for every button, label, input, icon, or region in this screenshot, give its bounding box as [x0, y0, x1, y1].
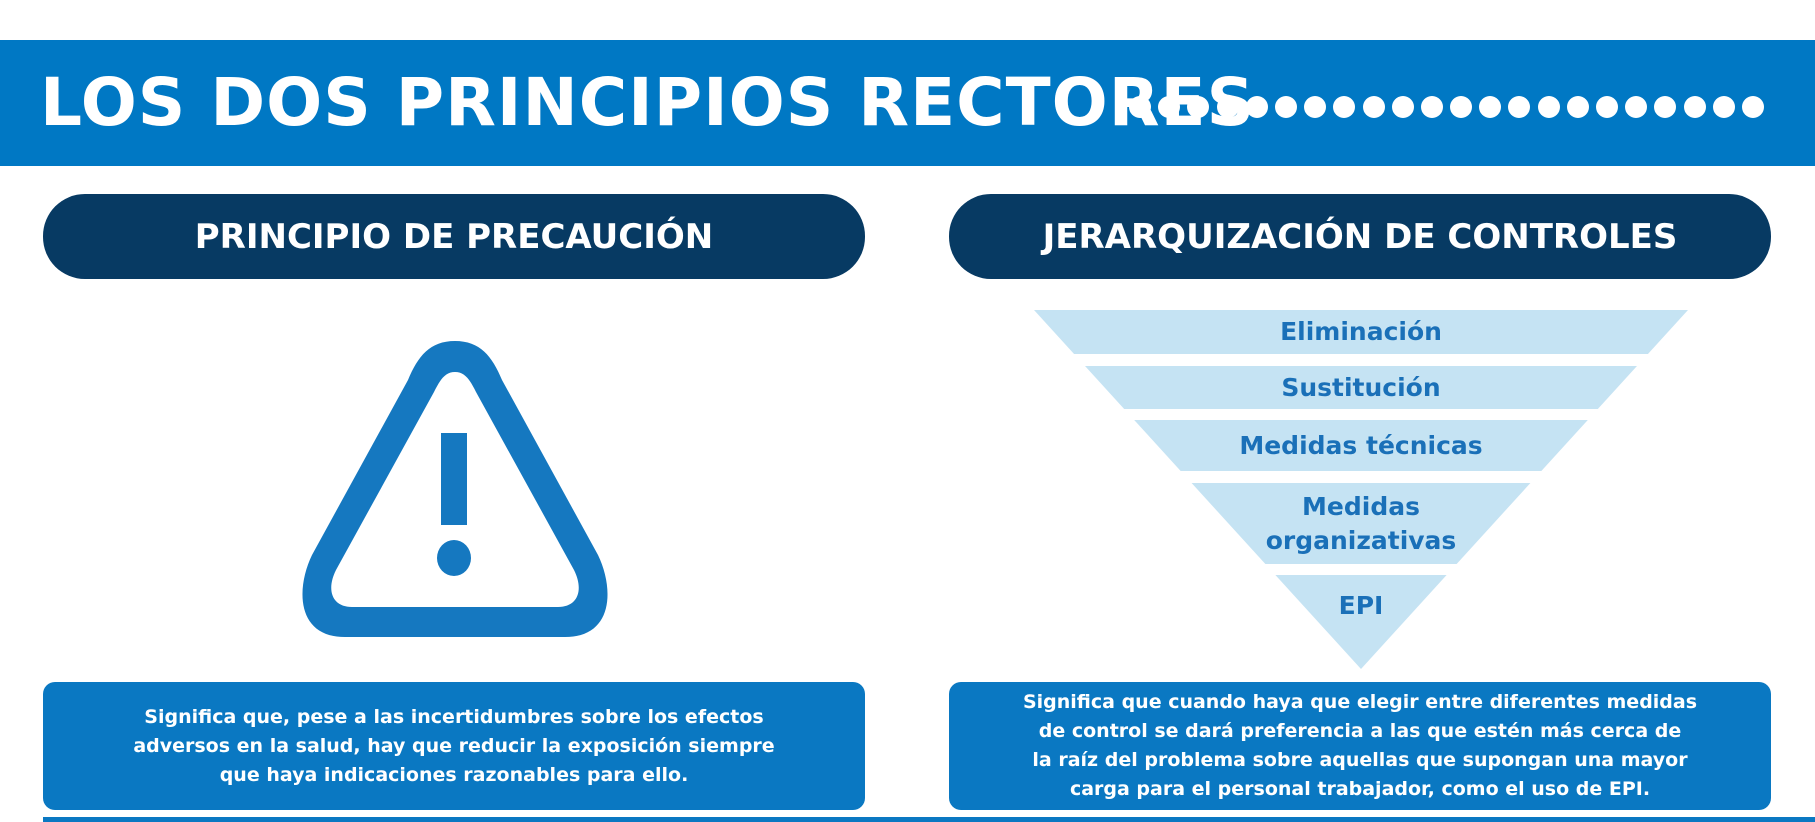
description-line: la raíz del problema sobre aquellas que … [1032, 749, 1688, 771]
hierarchy-heading: JERARQUIZACIÓN DE CONTROLES [949, 194, 1771, 279]
control-hierarchy-funnel [1034, 310, 1688, 669]
dot [1216, 96, 1239, 118]
dot [1362, 96, 1385, 118]
funnel-level-label: Medidas organizativas [1161, 490, 1561, 558]
description-line: que haya indicaciones razonables para el… [219, 763, 689, 786]
dot [1274, 96, 1297, 118]
bottom-divider [43, 817, 1815, 822]
dot [1391, 96, 1414, 118]
description-line: Significa que cuando haya que elegir ent… [1022, 691, 1698, 713]
precaution-description: Significa que, pese a las incertidumbres… [43, 682, 865, 810]
dot [1537, 96, 1560, 118]
funnel-level [1085, 366, 1637, 409]
dot [1596, 96, 1618, 118]
dot [1654, 96, 1677, 118]
description-line: carga para el personal trabajador, como … [1069, 778, 1651, 800]
dot [1187, 96, 1210, 118]
dot [1304, 96, 1327, 118]
dot [1450, 96, 1473, 118]
dot [1129, 96, 1151, 118]
dot [1566, 96, 1589, 118]
dot [1712, 96, 1735, 118]
warning-triangle-icon [302, 341, 608, 637]
hierarchy-description: Significa que cuando haya que elegir ent… [949, 682, 1771, 810]
dot [1508, 96, 1531, 118]
funnel-level-label: Eliminación [1161, 315, 1561, 349]
dot [1741, 96, 1764, 118]
dot [1333, 96, 1356, 118]
label-line: organizativas [1265, 525, 1457, 555]
funnel-level-label: Sustitución [1161, 371, 1561, 405]
label-line: Eliminación [1280, 317, 1442, 346]
label-line: Medidas técnicas [1239, 430, 1483, 460]
dot [1625, 96, 1648, 118]
description-line: adversos en la salud, hay que reducir la… [133, 734, 775, 757]
precaution-heading: PRINCIPIO DE PRECAUCIÓN [43, 194, 865, 279]
description-line: Significa que, pese a las incertidumbres… [144, 705, 764, 728]
description-line: de control se dará preferencia a las que… [1038, 720, 1682, 742]
label-line: EPI [1338, 591, 1384, 620]
label-line: Sustitución [1281, 372, 1441, 402]
funnel-level-label: Medidas técnicas [1161, 429, 1561, 463]
dot [1245, 96, 1268, 118]
label-line: Medidas [1302, 491, 1420, 521]
funnel-level-label: EPI [1161, 589, 1561, 623]
dot [1158, 96, 1181, 118]
funnel-level [1134, 420, 1588, 471]
funnel-level [1275, 575, 1447, 669]
dot [1479, 96, 1502, 118]
funnel-level [1191, 483, 1531, 564]
decorative-dots [1129, 96, 1764, 118]
dot [1683, 96, 1706, 118]
funnel-level [1034, 310, 1688, 354]
page-title: LOS DOS PRINCIPIOS RECTORES [40, 64, 1256, 141]
dot [1420, 96, 1443, 118]
